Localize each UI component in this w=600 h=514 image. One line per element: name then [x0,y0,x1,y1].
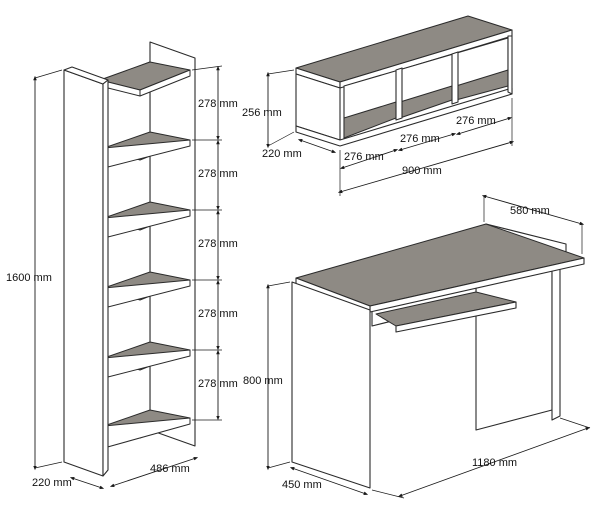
desk-depth-label: 450 mm [282,479,322,491]
wall-shelf-depth-label: 220 mm [262,148,302,160]
wall-shelf-width-line [337,140,515,194]
desk-depth-line [289,467,369,495]
desk-width-ext-right [559,417,591,429]
bookcase-left-panel-edge [102,79,109,477]
desk-height-ext-top [267,281,291,287]
wall-shelf-dimensions: 256 mm 220 mm 276 mm 276 mm 276 mm 900 m… [242,69,515,196]
shelf-gap-2-label: 278 mm [198,168,238,180]
wall-shelf-divider-1 [395,67,403,121]
wall-shelf-depth-line [297,139,337,153]
bookcase-back-face [102,61,151,449]
desk [291,223,585,489]
wall-shelf-divider-2 [451,51,459,105]
wall-shelf-height-ext-bottom [267,131,295,147]
shelf-gap-3-label: 278 mm [198,238,238,250]
wall-shelf-compartment-3-line [455,116,513,136]
bookcase-depth-dimension-line [69,477,105,489]
bookcase-width-label: 486 mm [150,463,190,475]
bookcase-height-ext-top [34,69,63,79]
wall-shelf [295,15,513,147]
desk-width-ext-left [371,489,405,499]
bookcase-left-panel [63,69,104,477]
shelf-gap-1-label: 278 mm [198,98,238,110]
bookcase-shelf-1-front [139,69,191,97]
desk-width-label: 1180 mm [472,457,517,469]
bookcase-dimensions: 1600 mm 220 mm 486 mm 278 mm 278 mm 278 … [6,65,238,489]
wall-shelf-compartment-1-label: 276 mm [344,151,384,163]
desk-height-ext-bottom [267,461,291,469]
bookcase-width-dimension-line [109,457,199,487]
desk-left-leg [291,281,371,489]
wall-shelf-height-ext-top [267,69,295,75]
desk-height-label: 800 mm [243,375,283,387]
bookcase-back-right-panel [149,41,196,447]
desk-top-depth-label: 580 mm [510,205,550,217]
desk-top-depth-line [481,194,585,226]
shelf-gap-ext-1 [191,65,223,71]
shelf-gap-5-label: 278 mm [198,378,238,390]
desk-width-line [397,427,591,497]
bookcase [63,41,196,477]
wall-shelf-compartment-3-label: 276 mm [456,115,496,127]
wall-shelf-width-label: 900 mm [402,165,442,177]
bookcase-depth-label: 220 mm [32,477,72,489]
desk-right-leg-side [551,247,561,421]
wall-shelf-height-label: 256 mm [242,107,282,119]
bookcase-height-label: 1600 mm [6,272,52,284]
desk-keyboard-tray-edge [395,301,517,333]
bookcase-height-ext-bottom [34,461,63,469]
wall-shelf-right-side [507,35,513,95]
shelf-gap-4-label: 278 mm [198,308,238,320]
wall-shelf-compartment-2-label: 276 mm [400,133,440,145]
desk-dimensions: 580 mm 800 mm 450 mm 1180 mm [243,194,591,499]
